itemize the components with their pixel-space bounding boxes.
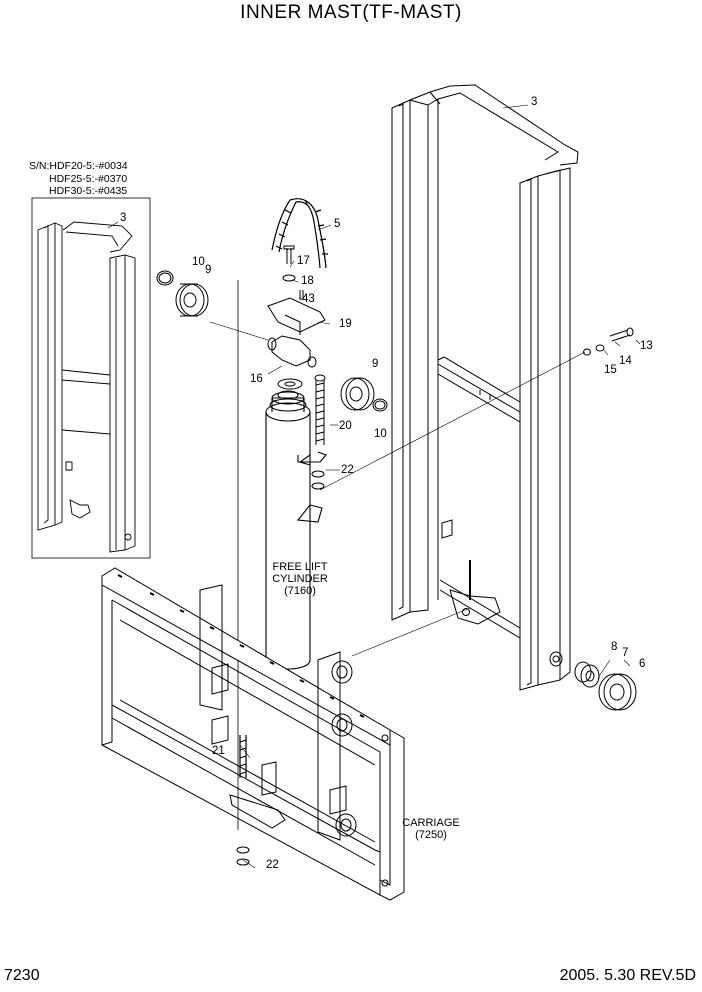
carriage-code: (7250) (415, 829, 447, 841)
threaded-rod (311, 374, 326, 490)
serial-line: S/N:HDF20-5:-#0034 (29, 160, 128, 172)
chain-wheel-left (156, 270, 209, 317)
carriage-name: CARRIAGE (402, 817, 460, 829)
callout-3: 3 (531, 96, 538, 108)
free-lift-cylinder-code: (7160) (284, 585, 316, 597)
callout-19: 19 (339, 318, 352, 330)
free-lift-cylinder (237, 280, 327, 830)
callout-15: 15 (604, 364, 617, 376)
callout-18: 18 (301, 275, 314, 287)
callout-9-right: 9 (372, 358, 379, 370)
inset-frame (31, 197, 151, 559)
callout-16: 16 (250, 373, 263, 385)
side-roller (574, 661, 637, 711)
revision-date: 2005. 5.30 REV.5D (559, 967, 696, 984)
callout-43: 43 (302, 293, 315, 305)
serial-line: HDF25-5:-#0370 (49, 172, 128, 185)
callout-7: 7 (622, 647, 629, 659)
carriage-label: CARRIAGE (7250) (396, 817, 466, 841)
serial-line: HDF30-5:-#0435 (49, 185, 128, 197)
callout-22-bottom: 22 (266, 859, 279, 871)
callout-9: 9 (205, 264, 212, 276)
callout-22: 22 (341, 464, 354, 476)
chain-anchor (267, 245, 326, 390)
callout-17: 17 (297, 255, 310, 267)
callout-20: 20 (339, 420, 352, 432)
callout-21: 21 (212, 745, 225, 757)
free-lift-cylinder-label: FREE LIFT CYLINDER (7160) (244, 561, 356, 597)
serial-number-note: S/N:HDF20-5:-#0034 HDF25-5:-#0370 HDF30-… (29, 160, 128, 198)
page-title: INNER MAST(TF-MAST) (240, 2, 462, 23)
callout-13: 13 (640, 340, 653, 352)
lift-chain (271, 198, 328, 269)
callout-5: 5 (334, 218, 341, 230)
bolt-and-washers (583, 327, 634, 356)
inset-mast (37, 221, 136, 553)
callout-8: 8 (611, 641, 618, 653)
leader-lines (107, 104, 641, 869)
callout-10: 10 (192, 256, 205, 268)
inner-mast (391, 84, 579, 691)
callout-14: 14 (619, 355, 632, 367)
chain-wheel-right (340, 377, 388, 412)
callout-3-inset: 3 (120, 212, 127, 224)
free-lift-cylinder-name: FREE LIFT CYLINDER (272, 561, 328, 585)
callout-10-right: 10 (374, 428, 387, 440)
page-number: 7230 (4, 967, 40, 984)
callout-6: 6 (639, 658, 646, 670)
carriage (101, 567, 405, 901)
